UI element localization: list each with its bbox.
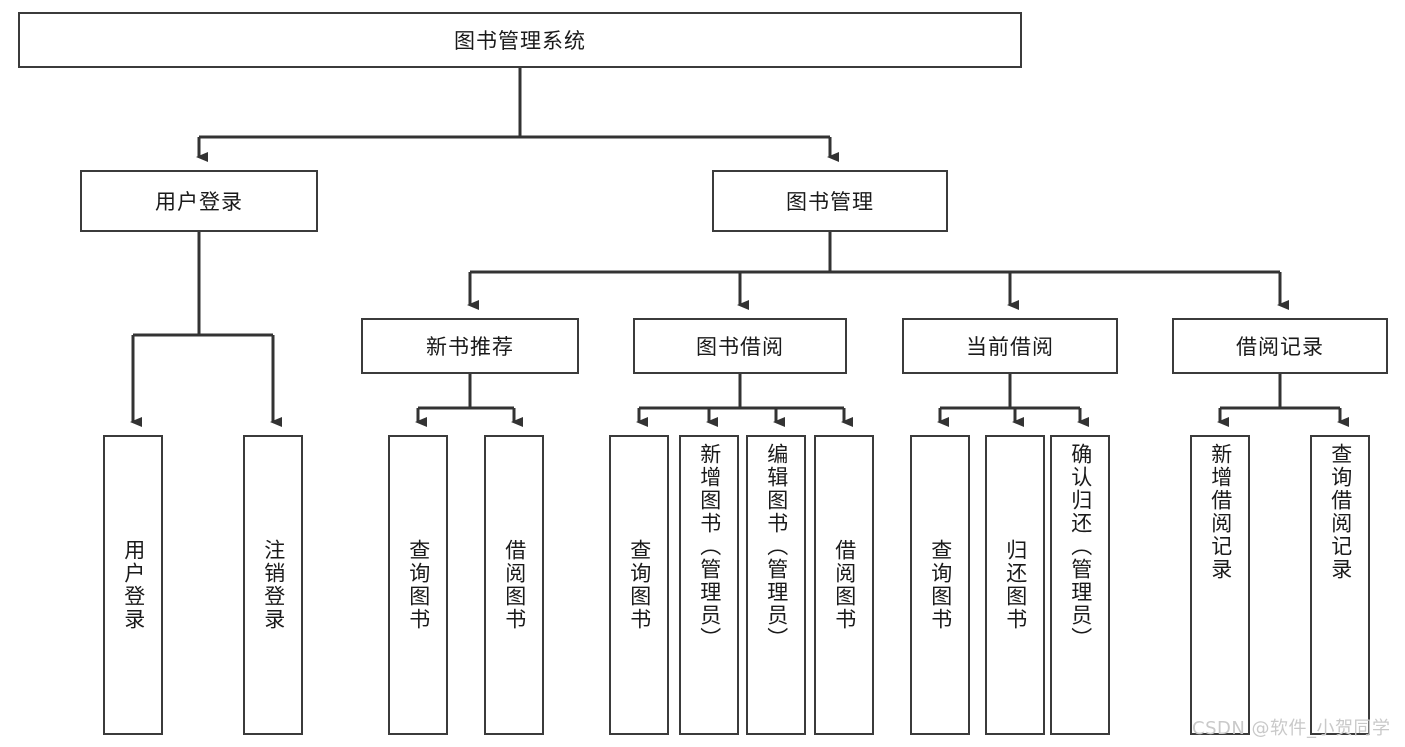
node-l_login[interactable]: 用户登录	[103, 435, 163, 735]
node-label: 借阅图书	[832, 539, 857, 631]
node-r_add[interactable]: 新增借阅记录	[1190, 435, 1250, 735]
node-b_edit[interactable]: 编辑图书（管理员）	[746, 435, 806, 735]
node-label: 归还图书	[1003, 539, 1028, 631]
node-c_return[interactable]: 归还图书	[985, 435, 1045, 735]
node-label: 新增图书（管理员）	[697, 443, 722, 650]
node-n_borrow[interactable]: 借阅图书	[484, 435, 544, 735]
node-label: 新书推荐	[426, 335, 514, 359]
node-current[interactable]: 当前借阅	[902, 318, 1118, 374]
node-c_confirm[interactable]: 确认归还（管理员）	[1050, 435, 1110, 735]
node-login[interactable]: 用户登录	[80, 170, 318, 232]
node-borrow[interactable]: 图书借阅	[633, 318, 847, 374]
node-r_query[interactable]: 查询借阅记录	[1310, 435, 1370, 735]
node-c_query[interactable]: 查询图书	[910, 435, 970, 735]
node-l_logout[interactable]: 注销登录	[243, 435, 303, 735]
node-label: 查询借阅记录	[1328, 443, 1353, 581]
node-record[interactable]: 借阅记录	[1172, 318, 1388, 374]
node-label: 图书借阅	[696, 335, 784, 359]
node-label: 注销登录	[261, 539, 286, 631]
node-label: 新增借阅记录	[1208, 443, 1233, 581]
node-label: 编辑图书（管理员）	[764, 443, 789, 650]
node-root[interactable]: 图书管理系统	[18, 12, 1022, 68]
node-label: 查询图书	[928, 539, 953, 631]
node-newbook[interactable]: 新书推荐	[361, 318, 579, 374]
node-label: 用户登录	[121, 539, 146, 631]
node-label: 图书管理系统	[454, 29, 586, 53]
node-b_lend[interactable]: 借阅图书	[814, 435, 874, 735]
node-n_query[interactable]: 查询图书	[388, 435, 448, 735]
node-b_query[interactable]: 查询图书	[609, 435, 669, 735]
node-label: 借阅记录	[1236, 335, 1324, 359]
node-label: 查询图书	[627, 539, 652, 631]
node-label: 确认归还（管理员）	[1068, 443, 1093, 650]
node-b_add[interactable]: 新增图书（管理员）	[679, 435, 739, 735]
node-bookmgmt[interactable]: 图书管理	[712, 170, 948, 232]
node-label: 用户登录	[155, 190, 243, 214]
node-label: 图书管理	[786, 190, 874, 214]
node-label: 当前借阅	[966, 335, 1054, 359]
node-label: 借阅图书	[502, 539, 527, 631]
node-label: 查询图书	[406, 539, 431, 631]
